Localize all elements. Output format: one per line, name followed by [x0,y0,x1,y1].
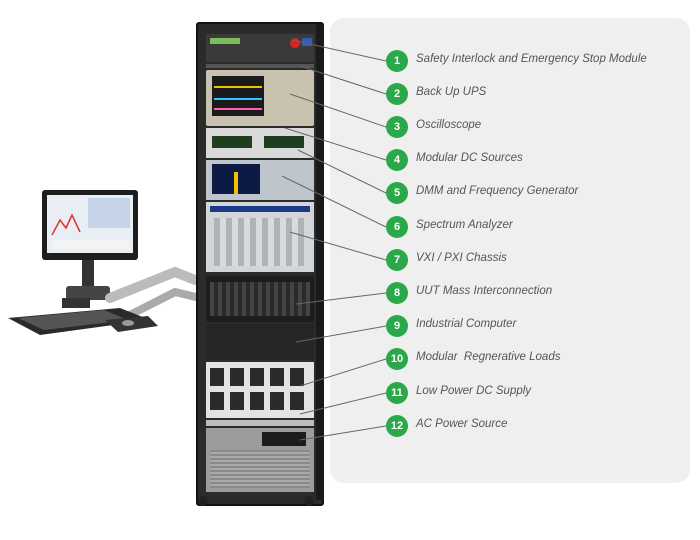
workstation-illustration [8,190,200,335]
callout-item-6: 6 Spectrum Analyzer [386,216,686,238]
callout-number-badge: 9 [386,315,408,337]
callout-item-9: 9 Industrial Computer [386,315,686,337]
callout-item-5: 5 DMM and Frequency Generator [386,182,686,204]
leader-line-4 [284,127,387,161]
leader-line-11 [299,392,387,415]
callout-number-badge: 10 [386,348,408,370]
callout-label: Low Power DC Supply [416,385,532,397]
leader-line-8 [295,292,387,305]
callout-label: VXI / PXI Chassis [416,252,507,264]
callout-label: Modular Regnerative Loads [416,351,561,363]
regenerative-loads-device [206,362,314,418]
test-system-diagram: 1 Safety Interlock and Emergency Stop Mo… [8,18,690,506]
callout-item-12: 12 AC Power Source [386,415,686,437]
rack-side-panel [316,24,324,500]
callout-label: AC Power Source [416,418,508,430]
spectrum-analyzer-device [206,160,314,200]
pxi-chassis-device [206,202,314,272]
test-rack-cabinet [196,22,324,506]
callout-number-badge: 12 [386,415,408,437]
ups-module [206,64,314,68]
callout-label: Oscilloscope [416,119,482,131]
dc-sources-module [206,128,314,158]
low-power-dc-supply-device [206,420,314,426]
callout-number-badge: 4 [386,149,408,171]
callout-item-8: 8 UUT Mass Interconnection [386,282,686,304]
callout-item-7: 7 VXI / PXI Chassis [386,249,686,271]
leader-line-2 [299,65,387,95]
leader-line-1 [291,39,387,62]
rack-wheel-left [198,496,208,506]
callout-number-badge: 5 [386,182,408,204]
leader-line-6 [281,175,387,228]
rack-wheel-right [304,496,314,506]
leader-line-9 [295,325,387,343]
callout-label: UUT Mass Interconnection [416,285,553,297]
callout-label: Modular DC Sources [416,152,523,164]
leader-line-10 [299,358,387,387]
callout-item-4: 4 Modular DC Sources [386,149,686,171]
callout-label: Back Up UPS [416,86,487,98]
callout-label: DMM and Frequency Generator [416,185,579,197]
leader-line-3 [289,93,387,128]
callout-item-1: 1 Safety Interlock and Emergency Stop Mo… [386,50,686,72]
callout-item-2: 2 Back Up UPS [386,83,686,105]
oscilloscope-device [206,70,314,126]
callout-number-badge: 7 [386,249,408,271]
callout-leader-lines [281,39,387,441]
safety-interlock-module [206,34,314,62]
callout-number-badge: 6 [386,216,408,238]
callout-label: Safety Interlock and Emergency Stop Modu… [416,53,647,65]
callout-number-badge: 11 [386,382,408,404]
callout-item-11: 11 Low Power DC Supply [386,382,686,404]
leader-line-5 [297,149,387,194]
callout-number-badge: 2 [386,83,408,105]
callout-label: Industrial Computer [416,318,517,330]
callout-label: Spectrum Analyzer [416,219,513,231]
callout-number-badge: 8 [386,282,408,304]
leader-line-7 [289,231,387,261]
uut-interconnect-device [206,276,314,322]
callout-number-badge: 1 [386,50,408,72]
callout-number-badge: 3 [386,116,408,138]
callout-item-10: 10 Modular Regnerative Loads [386,348,686,370]
callout-item-3: 3 Oscilloscope [386,116,686,138]
leader-line-12 [299,425,387,441]
ac-power-source-device [206,428,314,492]
